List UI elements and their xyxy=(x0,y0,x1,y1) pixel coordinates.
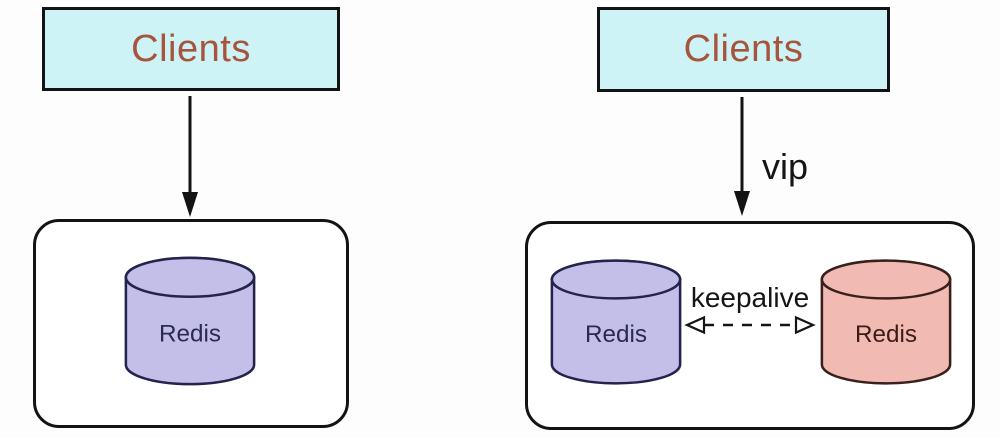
redis-label-left: Redis xyxy=(159,320,221,347)
vip-label: vip xyxy=(762,146,809,187)
redis-label-primary: Redis xyxy=(585,321,647,348)
redis-cylinder-left: Redis xyxy=(124,256,256,386)
clients-label-left: Clients xyxy=(131,27,251,70)
redis-cylinder-backup: Redis xyxy=(820,259,952,385)
clients-label-right: Clients xyxy=(683,28,804,70)
redis-label-backup: Redis xyxy=(855,321,917,348)
clients-box-left: Clients xyxy=(42,7,340,91)
clients-box-right: Clients xyxy=(597,7,890,92)
down-arrow-icon-right xyxy=(734,97,750,216)
down-arrow-icon-left xyxy=(182,96,198,217)
keepalive-dashed-arrow-icon xyxy=(684,315,816,335)
redis-cylinder-primary: Redis xyxy=(550,259,682,385)
keepalive-label: keepalive xyxy=(690,282,810,313)
